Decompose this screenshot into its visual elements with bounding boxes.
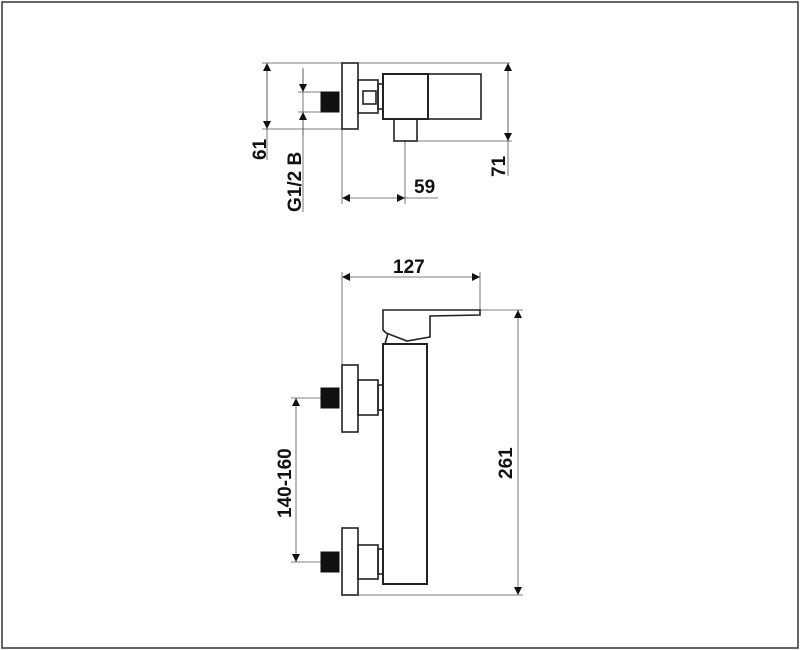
lever — [427, 73, 482, 120]
front-mixer-body — [382, 343, 428, 585]
dim-261-label: 261 — [496, 447, 517, 479]
lower-thread — [320, 551, 340, 573]
mixer-body — [382, 73, 429, 120]
upper-flange — [341, 364, 359, 433]
front-lever — [382, 309, 481, 342]
top-view: 61 G1/2 B 71 59 — [250, 62, 512, 212]
front-view: 127 261 140-160 — [275, 257, 523, 596]
lower-coupling — [357, 544, 379, 580]
thread-connector — [320, 91, 340, 113]
dim-127-label: 127 — [393, 257, 425, 278]
upper-thread — [320, 387, 340, 409]
outlet — [393, 118, 418, 142]
dim-71-label: 71 — [489, 155, 510, 177]
dim-thread-label: G1/2 B — [285, 152, 306, 212]
dim-59-label: 59 — [414, 177, 435, 198]
lower-inlet — [320, 527, 384, 596]
dim-spacing-label: 140-160 — [275, 448, 296, 518]
upper-inlet — [320, 364, 384, 433]
coupling-inner — [362, 90, 377, 105]
coupling — [357, 79, 379, 114]
dim-61-label: 61 — [250, 138, 271, 160]
wall-flange — [341, 62, 359, 130]
lower-flange — [341, 527, 359, 596]
upper-coupling — [357, 379, 379, 416]
